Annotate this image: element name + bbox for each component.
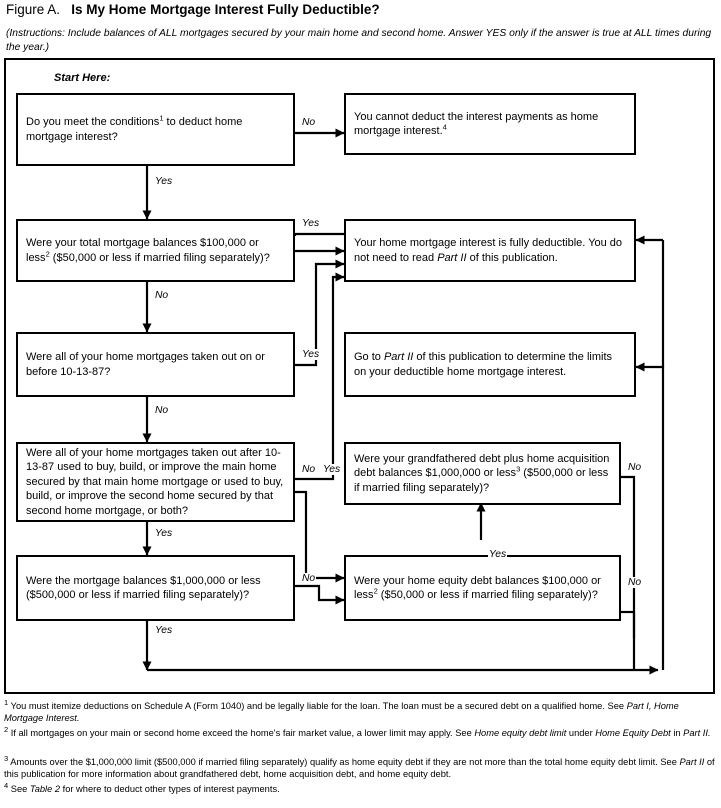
footnote-1-text: You must itemize deductions on Schedule … [4,701,679,723]
edge-label-q1-yes: Yes [154,176,174,187]
node-cannot-deduct-text: You cannot deduct the interest payments … [354,110,599,138]
node-q5-grandfathered-debt[interactable]: Were your grandfathered debt plus home a… [344,442,621,505]
edge-label-q2-no: No [154,290,170,301]
node-fully-deductible-text: Your home mortgage interest is fully ded… [354,237,623,264]
edge-q2-yes-seg [293,232,344,236]
edge-label-q6-no: No [301,573,317,584]
edge-label-q7-no: No [627,577,643,588]
footnote-3: 3 Amounts over the $1,000,000 limit ($50… [4,753,717,780]
node-q5-text: Were your grandfathered debt plus home a… [354,452,610,494]
edge-q6-no [295,584,345,605]
flowchart-frame: Start Here: Do you meet the conditions1 … [4,58,715,694]
start-here-label: Start Here: [54,72,111,84]
footnote-1: 1 You must itemize deductions on Schedul… [4,697,717,724]
footnote-4-marker: 4 [4,780,9,790]
node-q2-text: Were your total mortgage balances $100,0… [26,237,270,264]
edge-label-q3-no: No [154,405,170,416]
node-q3-before-101387[interactable]: Were all of your home mortgages taken ou… [16,332,295,397]
footnote-3-text: Amounts over the $1,000,000 limit ($500,… [4,757,715,779]
figure-label: Figure A. [6,2,61,17]
node-q2-total-balances[interactable]: Were your total mortgage balances $100,0… [16,219,295,282]
edge-label-q4-yes-right: Yes [322,464,342,475]
node-q6-text: Were the mortgage balances $1,000,000 or… [26,574,261,602]
node-q1-conditions[interactable]: Do you meet the conditions1 to deduct ho… [16,93,295,166]
edge-return-to-partii [635,362,665,670]
figure-instructions: (Instructions: Include balances of ALL m… [6,28,712,53]
edge-label-q3-yes: Yes [301,349,321,360]
edge-q3-yes [295,259,345,367]
node-go-to-part-ii-text: Go to Part II of this publication to det… [354,351,613,378]
node-q3-text: Were all of your home mortgages taken ou… [26,351,265,378]
node-cannot-deduct[interactable]: You cannot deduct the interest payments … [344,93,636,155]
edge-label-q6-yes: Yes [154,625,174,636]
footnote-1-marker: 1 [4,697,9,707]
node-q7-home-equity-debt[interactable]: Were your home equity debt balances $100… [344,555,621,621]
footnote-2-text: If all mortgages on your main or second … [10,728,711,738]
footnote-2-marker: 2 [4,724,9,734]
node-fully-deductible[interactable]: Your home mortgage interest is fully ded… [344,219,636,282]
flowchart-connectors [142,128,665,675]
node-q6-mortgage-balances[interactable]: Were the mortgage balances $1,000,000 or… [16,555,295,621]
edge-q4-yes-right [295,272,345,481]
edge-label-q2-yes: Yes [301,218,321,229]
edge-q5-no [621,475,636,638]
node-go-to-part-ii[interactable]: Go to Part II of this publication to det… [344,332,636,397]
edge-q4-no [295,490,345,583]
node-q7-text: Were your home equity debt balances $100… [354,574,601,602]
figure-title: Is My Home Mortgage Interest Fully Deduc… [71,2,380,17]
node-q1-text: Do you meet the conditions1 to deduct ho… [26,113,243,143]
figure-header: Figure A. Is My Home Mortgage Interest F… [6,2,706,17]
edge-label-q5-no: No [627,462,643,473]
edge-label-q4-no: No [301,464,317,475]
edge-label-q4-yes-down: Yes [154,528,174,539]
node-q4-text: Were all of your home mortgages taken ou… [26,446,284,517]
footnote-3-marker: 3 [4,753,9,763]
edge-label-q5-yes: Yes [488,549,508,560]
footnote-2: 2 If all mortgages on your main or secon… [4,724,717,739]
footnote-4-text: See Table 2 for where to deduct other ty… [10,784,280,794]
footnote-4: 4 See Table 2 for where to deduct other … [4,780,717,795]
edge-label-q1-no: No [301,117,317,128]
node-q4-buy-build-improve[interactable]: Were all of your home mortgages taken ou… [16,442,295,522]
